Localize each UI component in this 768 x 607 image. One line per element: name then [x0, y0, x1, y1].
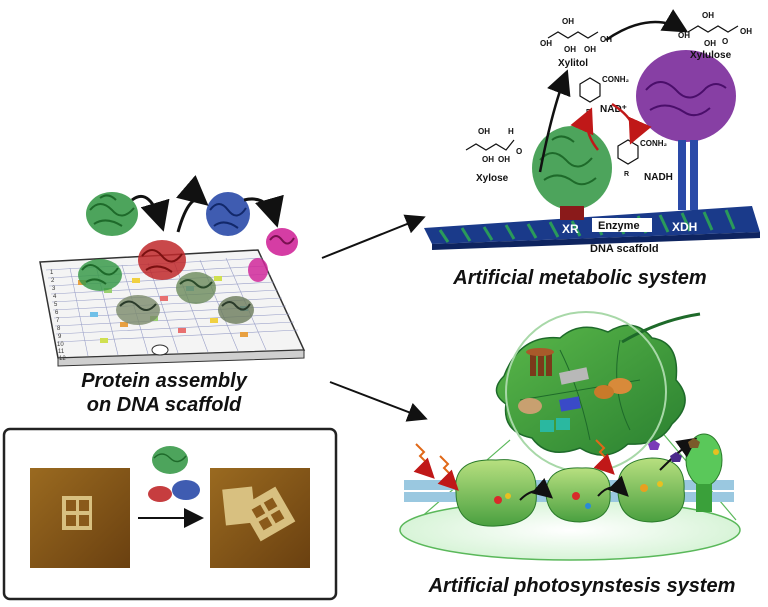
sunlight-rays — [413, 439, 615, 491]
xdh-label: XDH — [672, 220, 697, 234]
caption-metabolic: Artificial metabolic system — [452, 267, 706, 289]
dna-scaffold-label: DNA scaffold — [590, 243, 659, 255]
caption-protein-assembly-line1: Protein assembly — [81, 370, 248, 392]
photosystem-complexes — [518, 348, 632, 432]
afm-inset-panel — [2, 427, 338, 601]
oh-label: OH — [478, 127, 490, 136]
row-number: 7 — [56, 318, 60, 324]
xr-label: XR — [562, 222, 579, 236]
electron-arrow-1 — [519, 477, 554, 501]
free-protein-green — [86, 192, 138, 236]
bound-protein-red — [138, 240, 186, 280]
plate-hole — [151, 344, 169, 356]
xylulose-label: Xylulose — [690, 50, 732, 61]
assembly-arrow-1 — [131, 194, 170, 232]
oh-label: OH — [498, 155, 510, 164]
xylose-molecule — [465, 139, 515, 151]
conh2-label: CONH₂ — [602, 75, 630, 84]
xylulose-molecule — [687, 25, 739, 33]
nad-plus-label: NAD⁺ — [600, 104, 627, 115]
xdh-enzyme — [636, 50, 736, 210]
leaf-stem — [621, 312, 701, 344]
electron-arrow-2 — [597, 475, 629, 497]
reaction-molecules — [494, 438, 719, 509]
bound-protein-multi — [176, 272, 216, 304]
row-number: 4 — [53, 294, 57, 300]
oh-label: OH — [562, 17, 574, 26]
row-number: 6 — [55, 310, 59, 316]
free-protein-blue — [206, 192, 250, 236]
assembly-arrow-2 — [176, 175, 209, 233]
free-protein-magenta — [266, 228, 298, 256]
row-number: 8 — [57, 326, 61, 332]
plate-row-numbers: 1 2 3 4 5 6 7 8 9 10 11 12 — [50, 270, 66, 362]
oh-label: OH — [740, 27, 752, 36]
row-number: 12 — [59, 356, 66, 362]
nadh-to-nad-arrow — [570, 107, 599, 151]
arrow-to-metabolic — [321, 214, 426, 259]
afm-protein-icon — [148, 446, 200, 502]
o-label: O — [722, 37, 728, 46]
metabolic-system-panel: OH OH OH H O Xylose OH OH OH OH OH Xylit… — [424, 9, 760, 289]
enzyme-label: Enzyme — [598, 220, 640, 232]
caption-photosynthesis: Artificial photosynstesis system — [428, 575, 736, 597]
arrow-to-photosynthesis — [329, 381, 428, 422]
oh-label: OH — [584, 45, 596, 54]
row-number: 10 — [57, 342, 64, 348]
oh-label: OH — [678, 31, 690, 40]
r-label: R — [624, 171, 629, 178]
xylitol-molecule — [547, 31, 599, 39]
bound-protein-grey — [116, 295, 160, 325]
assembly-arrow-3 — [243, 194, 284, 228]
oh-label: OH — [540, 39, 552, 48]
conh2-label: CONH₂ — [640, 139, 668, 148]
leaf — [495, 324, 686, 456]
oh-label: OH — [704, 39, 716, 48]
xylose-label: Xylose — [476, 173, 509, 184]
membrane-proteins — [455, 433, 723, 527]
row-number: 5 — [54, 302, 58, 308]
o-label: O — [516, 147, 522, 156]
afm-scaffold-after — [222, 486, 296, 542]
row-number: 3 — [52, 286, 56, 292]
plate-edge — [57, 349, 305, 367]
enzyme-label-box — [592, 218, 652, 232]
dna-scaffold-front — [432, 232, 760, 250]
bound-protein-grey-2 — [218, 296, 254, 324]
photosynthesis-panel: Artificial photosynstesis system — [399, 311, 741, 597]
row-number: 11 — [58, 349, 65, 355]
h-label: H — [508, 127, 514, 136]
row-number: 2 — [51, 278, 55, 284]
caption-protein-assembly-line2: on DNA scaffold — [87, 394, 242, 416]
nad-plus-ring — [579, 77, 601, 103]
bound-protein-green — [78, 259, 122, 291]
row-number: 1 — [50, 270, 54, 276]
nad-to-nadh-arrow — [611, 102, 652, 145]
xr-enzyme — [532, 126, 612, 220]
nadh-label: NADH — [644, 172, 673, 183]
xylitol-label: Xylitol — [558, 58, 588, 69]
oh-label: OH — [564, 45, 576, 54]
afm-scaffold-before — [62, 496, 92, 530]
xylitol-to-xylulose-arrow — [605, 9, 689, 42]
nadh-ring — [617, 139, 639, 165]
row-number: 9 — [58, 334, 62, 340]
oh-label: OH — [702, 11, 714, 20]
oh-label: OH — [482, 155, 494, 164]
dna-origami-plate-panel: 1 2 3 4 5 6 7 8 9 10 11 12 — [39, 175, 306, 416]
bound-protein-magenta — [248, 258, 268, 282]
xylose-to-xylitol-arrow — [538, 69, 571, 173]
